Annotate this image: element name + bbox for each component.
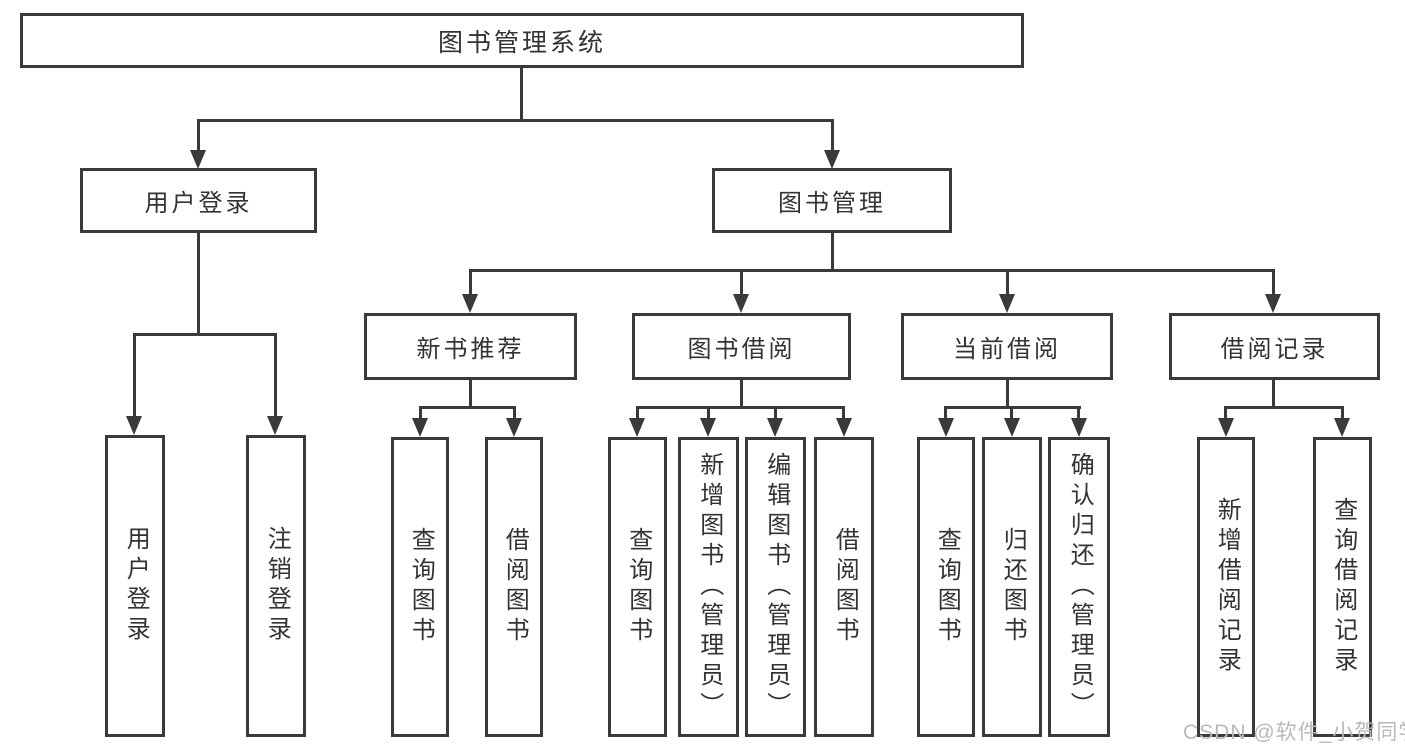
node-leaf-bb-borrow-books: 借阅图书 <box>814 437 874 737</box>
node-current-borrowing: 当前借阅 <box>901 313 1113 380</box>
node-leaf-user-login-label: 用户登录 <box>122 526 150 646</box>
node-leaf-logout-label: 注销登录 <box>263 526 291 646</box>
node-user-login-label: 用户登录 <box>144 190 253 217</box>
arrowhead-down-icon <box>1218 418 1234 437</box>
connector-line <box>707 406 710 419</box>
connector-line <box>469 378 472 409</box>
csdn-watermark: CSDN @软件_小贺同学 <box>1183 721 1405 744</box>
connector-line <box>1341 406 1344 419</box>
arrowhead-down-icon <box>462 294 478 313</box>
connector-line <box>419 406 516 409</box>
connector-line <box>1006 378 1009 409</box>
connector-line <box>740 378 743 409</box>
connector-line <box>831 119 834 152</box>
connector-line <box>197 119 834 122</box>
connector-line <box>197 231 200 335</box>
connector-line <box>1272 378 1275 409</box>
arrowhead-down-icon <box>1071 418 1087 437</box>
node-leaf-bb-add-books: 新增图书（管理员） <box>678 437 739 737</box>
node-leaf-bb-query-books: 查询图书 <box>608 437 667 737</box>
connector-line <box>469 269 1275 272</box>
connector-line <box>1077 406 1080 419</box>
connector-line <box>944 406 947 419</box>
node-leaf-logout: 注销登录 <box>246 435 306 737</box>
node-leaf-bb-edit-books-label: 编辑图书（管理员） <box>762 452 790 722</box>
node-leaf-br-add-record: 新增借阅记录 <box>1197 437 1255 737</box>
node-leaf-rec-query-books: 查询图书 <box>391 437 449 737</box>
node-book-borrowing: 图书借阅 <box>632 313 851 380</box>
arrowhead-down-icon <box>1334 418 1350 437</box>
arrowhead-down-icon <box>126 416 142 435</box>
node-leaf-bb-borrow-books-label: 借阅图书 <box>831 527 859 647</box>
connector-line <box>1224 406 1227 419</box>
arrowhead-down-icon <box>267 416 283 435</box>
connector-line <box>1224 406 1343 409</box>
node-leaf-rec-query-books-label: 查询图书 <box>407 527 435 647</box>
node-user-login: 用户登录 <box>80 168 317 233</box>
connector-line <box>469 269 472 296</box>
node-leaf-cb-query-books: 查询图书 <box>917 437 975 737</box>
node-leaf-rec-borrow-books-label: 借阅图书 <box>501 527 529 647</box>
node-leaf-rec-borrow-books: 借阅图书 <box>485 437 543 737</box>
arrowhead-down-icon <box>999 294 1015 313</box>
arrowhead-down-icon <box>412 418 428 437</box>
node-borrowing-records-label: 借阅记录 <box>1220 336 1329 363</box>
connector-line <box>774 406 777 419</box>
node-leaf-user-login: 用户登录 <box>105 435 165 737</box>
connector-line <box>1272 269 1275 296</box>
node-leaf-cb-return-books-label: 归还图书 <box>999 527 1027 647</box>
node-borrowing-records: 借阅记录 <box>1169 313 1380 380</box>
connector-line <box>636 406 845 409</box>
node-leaf-br-query-record-label: 查询借阅记录 <box>1329 497 1357 677</box>
arrowhead-down-icon <box>1004 418 1020 437</box>
connector-line <box>274 333 277 417</box>
node-leaf-br-query-record: 查询借阅记录 <box>1313 437 1372 737</box>
arrowhead-down-icon <box>700 418 716 437</box>
arrowhead-down-icon <box>767 418 783 437</box>
arrowhead-down-icon <box>733 294 749 313</box>
node-current-borrowing-label: 当前借阅 <box>953 336 1061 363</box>
node-book-borrowing-label: 图书借阅 <box>687 336 796 363</box>
connector-line <box>520 66 523 121</box>
arrowhead-down-icon <box>506 418 522 437</box>
connector-line <box>133 333 136 417</box>
connector-line <box>831 231 834 271</box>
node-leaf-br-add-record-label: 新增借阅记录 <box>1213 497 1241 677</box>
connector-line <box>1006 269 1009 296</box>
connector-line <box>842 406 845 419</box>
arrowhead-down-icon <box>629 418 645 437</box>
node-new-book-recommend-label: 新书推荐 <box>416 336 525 363</box>
connector-line <box>133 333 277 336</box>
arrowhead-down-icon <box>824 150 840 169</box>
arrowhead-down-icon <box>836 418 852 437</box>
node-new-book-recommend: 新书推荐 <box>364 313 577 380</box>
node-root: 图书管理系统 <box>20 13 1024 68</box>
node-book-management-label: 图书管理 <box>778 190 886 217</box>
node-leaf-cb-query-books-label: 查询图书 <box>933 527 961 647</box>
connector-line <box>740 269 743 296</box>
node-root-label: 图书管理系统 <box>437 28 606 57</box>
arrowhead-down-icon <box>938 418 954 437</box>
node-leaf-cb-confirm-return-label: 确认归还（管理员） <box>1066 452 1094 722</box>
arrowhead-down-icon <box>190 150 206 169</box>
node-leaf-cb-confirm-return: 确认归还（管理员） <box>1048 437 1110 737</box>
node-book-management: 图书管理 <box>712 168 952 233</box>
node-leaf-bb-query-books-label: 查询图书 <box>624 527 652 647</box>
node-leaf-bb-add-books-label: 新增图书（管理员） <box>695 452 723 722</box>
connector-line <box>197 119 200 152</box>
connector-line <box>1010 406 1013 419</box>
connector-line <box>513 406 516 419</box>
arrowhead-down-icon <box>1265 294 1281 313</box>
connector-line <box>419 406 422 419</box>
node-leaf-bb-edit-books: 编辑图书（管理员） <box>745 437 806 737</box>
connector-line <box>636 406 639 419</box>
node-leaf-cb-return-books: 归还图书 <box>982 437 1042 737</box>
